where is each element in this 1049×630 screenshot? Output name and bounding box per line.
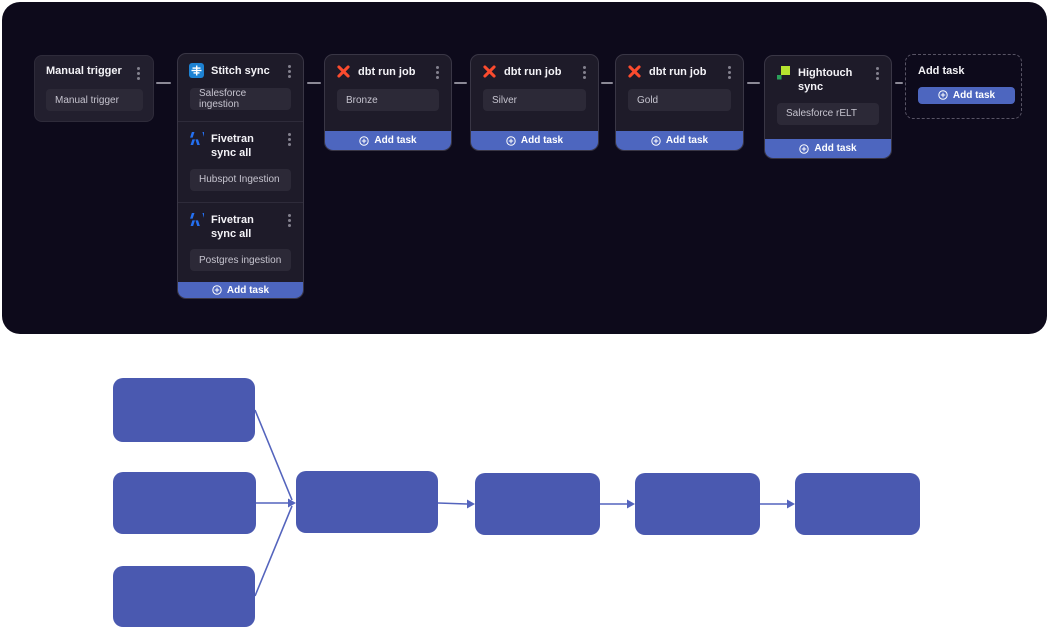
add-task-button[interactable]: Add task <box>325 131 451 150</box>
minimap-edge <box>437 502 468 505</box>
add-task-label: Add task <box>952 89 996 101</box>
add-task-button[interactable]: Add task <box>765 139 891 158</box>
add-task-button[interactable]: Add task <box>178 282 303 298</box>
task-group-dbt-gold: dbt run job Gold Add task <box>615 54 744 151</box>
fivetran-icon <box>190 212 204 226</box>
add-task-placeholder-card[interactable]: Add task Add task <box>905 54 1022 119</box>
connector-dash <box>895 82 903 84</box>
add-task-label: Add task <box>520 135 564 146</box>
task-fivetran-sync-2[interactable]: Fivetran sync all Postgres ingestion <box>178 201 303 283</box>
add-circle-icon <box>651 135 661 146</box>
minimap-node-stage-3[interactable] <box>635 473 760 535</box>
connector-dash <box>156 82 171 84</box>
fivetran-icon <box>190 132 204 145</box>
task-config-chip[interactable]: Postgres ingestion <box>190 249 291 272</box>
minimap-arrowhead-icon <box>627 499 635 509</box>
trigger-card[interactable]: Manual trigger Manual trigger <box>34 55 154 122</box>
kebab-menu-button[interactable] <box>873 65 882 82</box>
trigger-card-title: Manual trigger <box>46 65 122 77</box>
task-title: Hightouch sync <box>798 67 853 94</box>
add-task-button[interactable]: Add task <box>616 131 743 150</box>
task-config-chip[interactable]: Silver <box>483 89 586 111</box>
kebab-menu-button[interactable] <box>433 64 442 81</box>
add-task-label: Add task <box>226 284 270 296</box>
add-task-button[interactable]: Add task <box>918 86 1015 104</box>
kebab-menu-button[interactable] <box>285 63 294 80</box>
task-title: dbt run job <box>504 66 562 78</box>
task-title: Stitch sync <box>211 65 270 77</box>
dbt-icon <box>483 65 496 78</box>
kebab-menu-button[interactable] <box>580 64 589 81</box>
add-task-button[interactable]: Add task <box>471 131 598 150</box>
kebab-menu-button[interactable] <box>134 65 143 82</box>
kebab-menu-button[interactable] <box>285 131 294 148</box>
task-title: dbt run job <box>649 66 707 78</box>
minimap-node-stage-2[interactable] <box>475 473 600 535</box>
add-task-card-title: Add task <box>918 65 965 77</box>
dbt-icon <box>628 65 641 78</box>
task-group-dbt-silver: dbt run job Silver Add task <box>470 54 599 151</box>
task-group-hightouch: Hightouch sync Salesforce rELT Add task <box>764 55 892 159</box>
task-group-ingestion: Stitch sync Salesforce ingestion <box>177 53 304 299</box>
minimap-arrowhead-icon <box>787 499 795 509</box>
add-circle-icon <box>359 135 370 146</box>
task-config-chip[interactable]: Hubspot Ingestion <box>190 168 291 191</box>
task-fivetran-sync-1[interactable]: Fivetran sync all Hubspot Ingestion <box>178 121 303 202</box>
add-task-label: Add task <box>814 143 857 154</box>
add-circle-icon <box>799 143 810 154</box>
minimap-node-source-3[interactable] <box>113 566 255 627</box>
add-circle-icon <box>938 90 948 100</box>
add-circle-icon <box>506 135 516 146</box>
hightouch-icon <box>777 66 790 80</box>
kebab-menu-button[interactable] <box>725 64 734 81</box>
task-stitch-sync[interactable]: Stitch sync Salesforce ingestion <box>178 54 303 121</box>
task-title: Fivetran sync all <box>211 133 254 160</box>
task-config-chip[interactable]: Gold <box>628 89 731 111</box>
task-title: dbt run job <box>358 66 416 78</box>
add-task-label: Add task <box>374 135 417 146</box>
minimap-node-stage-1[interactable] <box>296 471 438 533</box>
task-dbt-run-job[interactable]: dbt run job Silver <box>471 55 598 122</box>
minimap-edge <box>254 505 293 597</box>
task-config-chip[interactable]: Salesforce rELT <box>777 102 879 125</box>
stitch-icon <box>189 63 204 78</box>
task-config-chip[interactable]: Bronze <box>337 89 439 111</box>
minimap-arrowhead-icon <box>467 499 475 509</box>
minimap-node-source-1[interactable] <box>113 378 255 442</box>
minimap-edge <box>254 409 293 501</box>
task-config-chip[interactable]: Salesforce ingestion <box>190 88 291 110</box>
task-dbt-run-job[interactable]: dbt run job Gold <box>616 55 743 122</box>
minimap-node-stage-4[interactable] <box>795 473 920 535</box>
dbt-icon <box>337 65 350 78</box>
minimap-arrowhead-icon <box>288 498 296 508</box>
minimap-canvas <box>113 378 920 627</box>
minimap-node-source-2[interactable] <box>113 472 256 534</box>
connector-dash <box>454 82 467 84</box>
add-circle-icon <box>212 285 222 295</box>
connector-dash <box>747 82 760 84</box>
add-task-label: Add task <box>665 135 709 146</box>
task-title: Fivetran sync all <box>211 213 254 240</box>
task-hightouch-sync[interactable]: Hightouch sync Salesforce rELT <box>765 56 891 136</box>
task-group-dbt-bronze: dbt run job Bronze Add task <box>324 54 452 151</box>
kebab-menu-button[interactable] <box>285 212 294 229</box>
task-dbt-run-job[interactable]: dbt run job Bronze <box>325 55 451 122</box>
connector-dash <box>307 82 321 84</box>
trigger-task-chip[interactable]: Manual trigger <box>46 89 143 111</box>
connector-dash <box>601 82 613 84</box>
flow-canvas: Manual trigger Manual trigger Stitch syn… <box>2 2 1047 334</box>
